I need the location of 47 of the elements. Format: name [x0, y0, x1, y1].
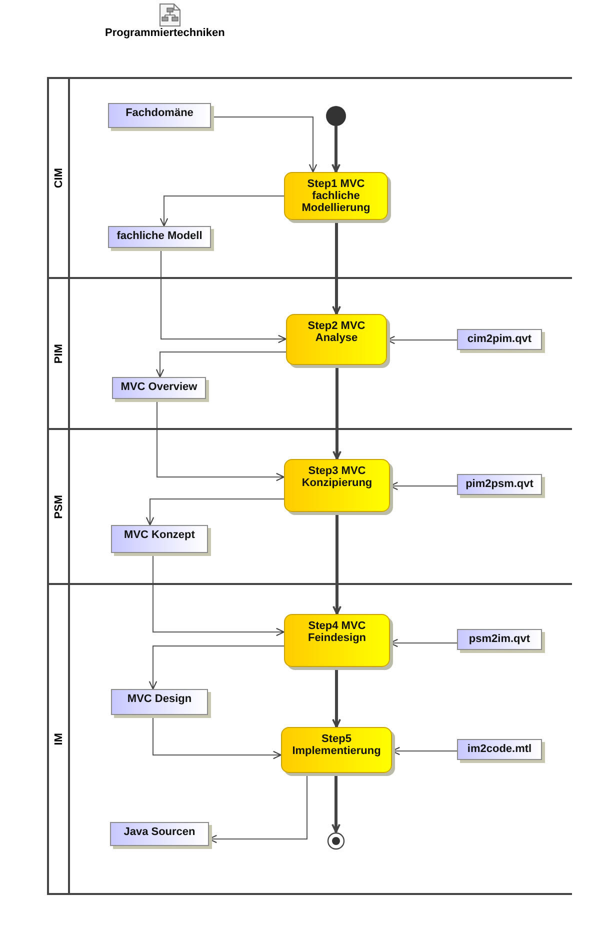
swimlane — [47, 77, 572, 279]
object-label: Fachdomäne — [126, 107, 194, 121]
arrow — [332, 126, 340, 173]
arrow — [146, 498, 284, 526]
diagram-link-label: Programmiertechniken — [105, 27, 225, 39]
arrow — [332, 773, 340, 833]
action-box — [286, 314, 387, 365]
object-label: im2code.mtl — [467, 743, 532, 757]
object-label: MVC Design — [127, 693, 192, 707]
action-label: Step2 MVC Analyse — [306, 320, 366, 346]
arrow — [332, 512, 342, 615]
lane-label: CIM — [52, 168, 64, 188]
arrow — [332, 365, 342, 460]
object-label: Java Sourcen — [124, 826, 196, 840]
object-box — [110, 822, 209, 846]
object-box — [112, 377, 206, 399]
action-box — [284, 172, 388, 220]
object-label: MVC Overview — [120, 381, 198, 395]
arrow — [148, 646, 284, 690]
action-label: Step1 MVC fachliche Modellierung — [300, 178, 372, 216]
object-box — [108, 226, 211, 248]
object-box — [457, 329, 542, 350]
object-label: MVC Konzept — [124, 529, 195, 543]
action-box — [281, 727, 392, 773]
object-label: pim2psm.qvt — [466, 478, 534, 492]
lane-label: PSM — [52, 494, 64, 518]
object-label: psm2im.qvt — [468, 633, 530, 647]
object-box — [108, 103, 211, 128]
action-label: Step4 MVC Feindesign — [306, 620, 368, 646]
lane-label: IM — [52, 732, 64, 746]
object-label: cim2pim.qvt — [467, 333, 532, 347]
object-box — [111, 525, 208, 553]
lane-label: PIM — [52, 344, 64, 364]
action-box — [284, 614, 390, 667]
action-box — [284, 459, 390, 512]
object-box — [457, 474, 542, 495]
arrow — [332, 220, 341, 315]
object-box — [111, 689, 208, 715]
action-label: Step3 MVC Konzipierung — [300, 465, 374, 491]
object-box — [457, 629, 542, 650]
arrow — [160, 196, 284, 227]
arrow — [332, 667, 341, 728]
object-label: fachliche Modell — [116, 230, 202, 244]
swimlane — [47, 583, 572, 895]
arrow — [156, 352, 286, 378]
action-label: Step5 Implementierung — [291, 733, 382, 759]
object-box — [457, 739, 542, 760]
